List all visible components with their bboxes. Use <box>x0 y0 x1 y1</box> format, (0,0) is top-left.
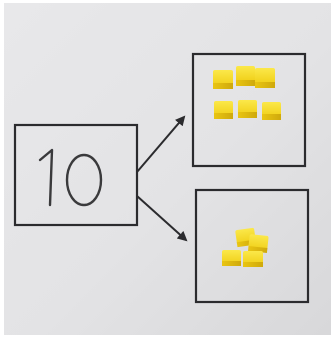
unit-cube <box>255 68 275 88</box>
whole-box <box>13 123 139 227</box>
unit-cube <box>222 250 241 266</box>
unit-cube <box>236 66 255 86</box>
unit-cube <box>262 102 281 120</box>
paper-sheet <box>4 3 331 335</box>
unit-cube <box>214 101 233 119</box>
top-part-box <box>191 52 307 168</box>
arrow-to-bottom-part <box>136 195 188 242</box>
unit-cube <box>248 234 269 253</box>
unit-cube <box>238 100 257 118</box>
arrow-to-top-part <box>136 115 186 173</box>
bottom-part-cubes <box>222 227 269 267</box>
whole-number-10 <box>38 148 103 207</box>
top-part-cubes <box>213 66 281 120</box>
bottom-part-box <box>194 188 310 304</box>
unit-cube <box>243 251 263 267</box>
unit-cube <box>213 70 233 89</box>
